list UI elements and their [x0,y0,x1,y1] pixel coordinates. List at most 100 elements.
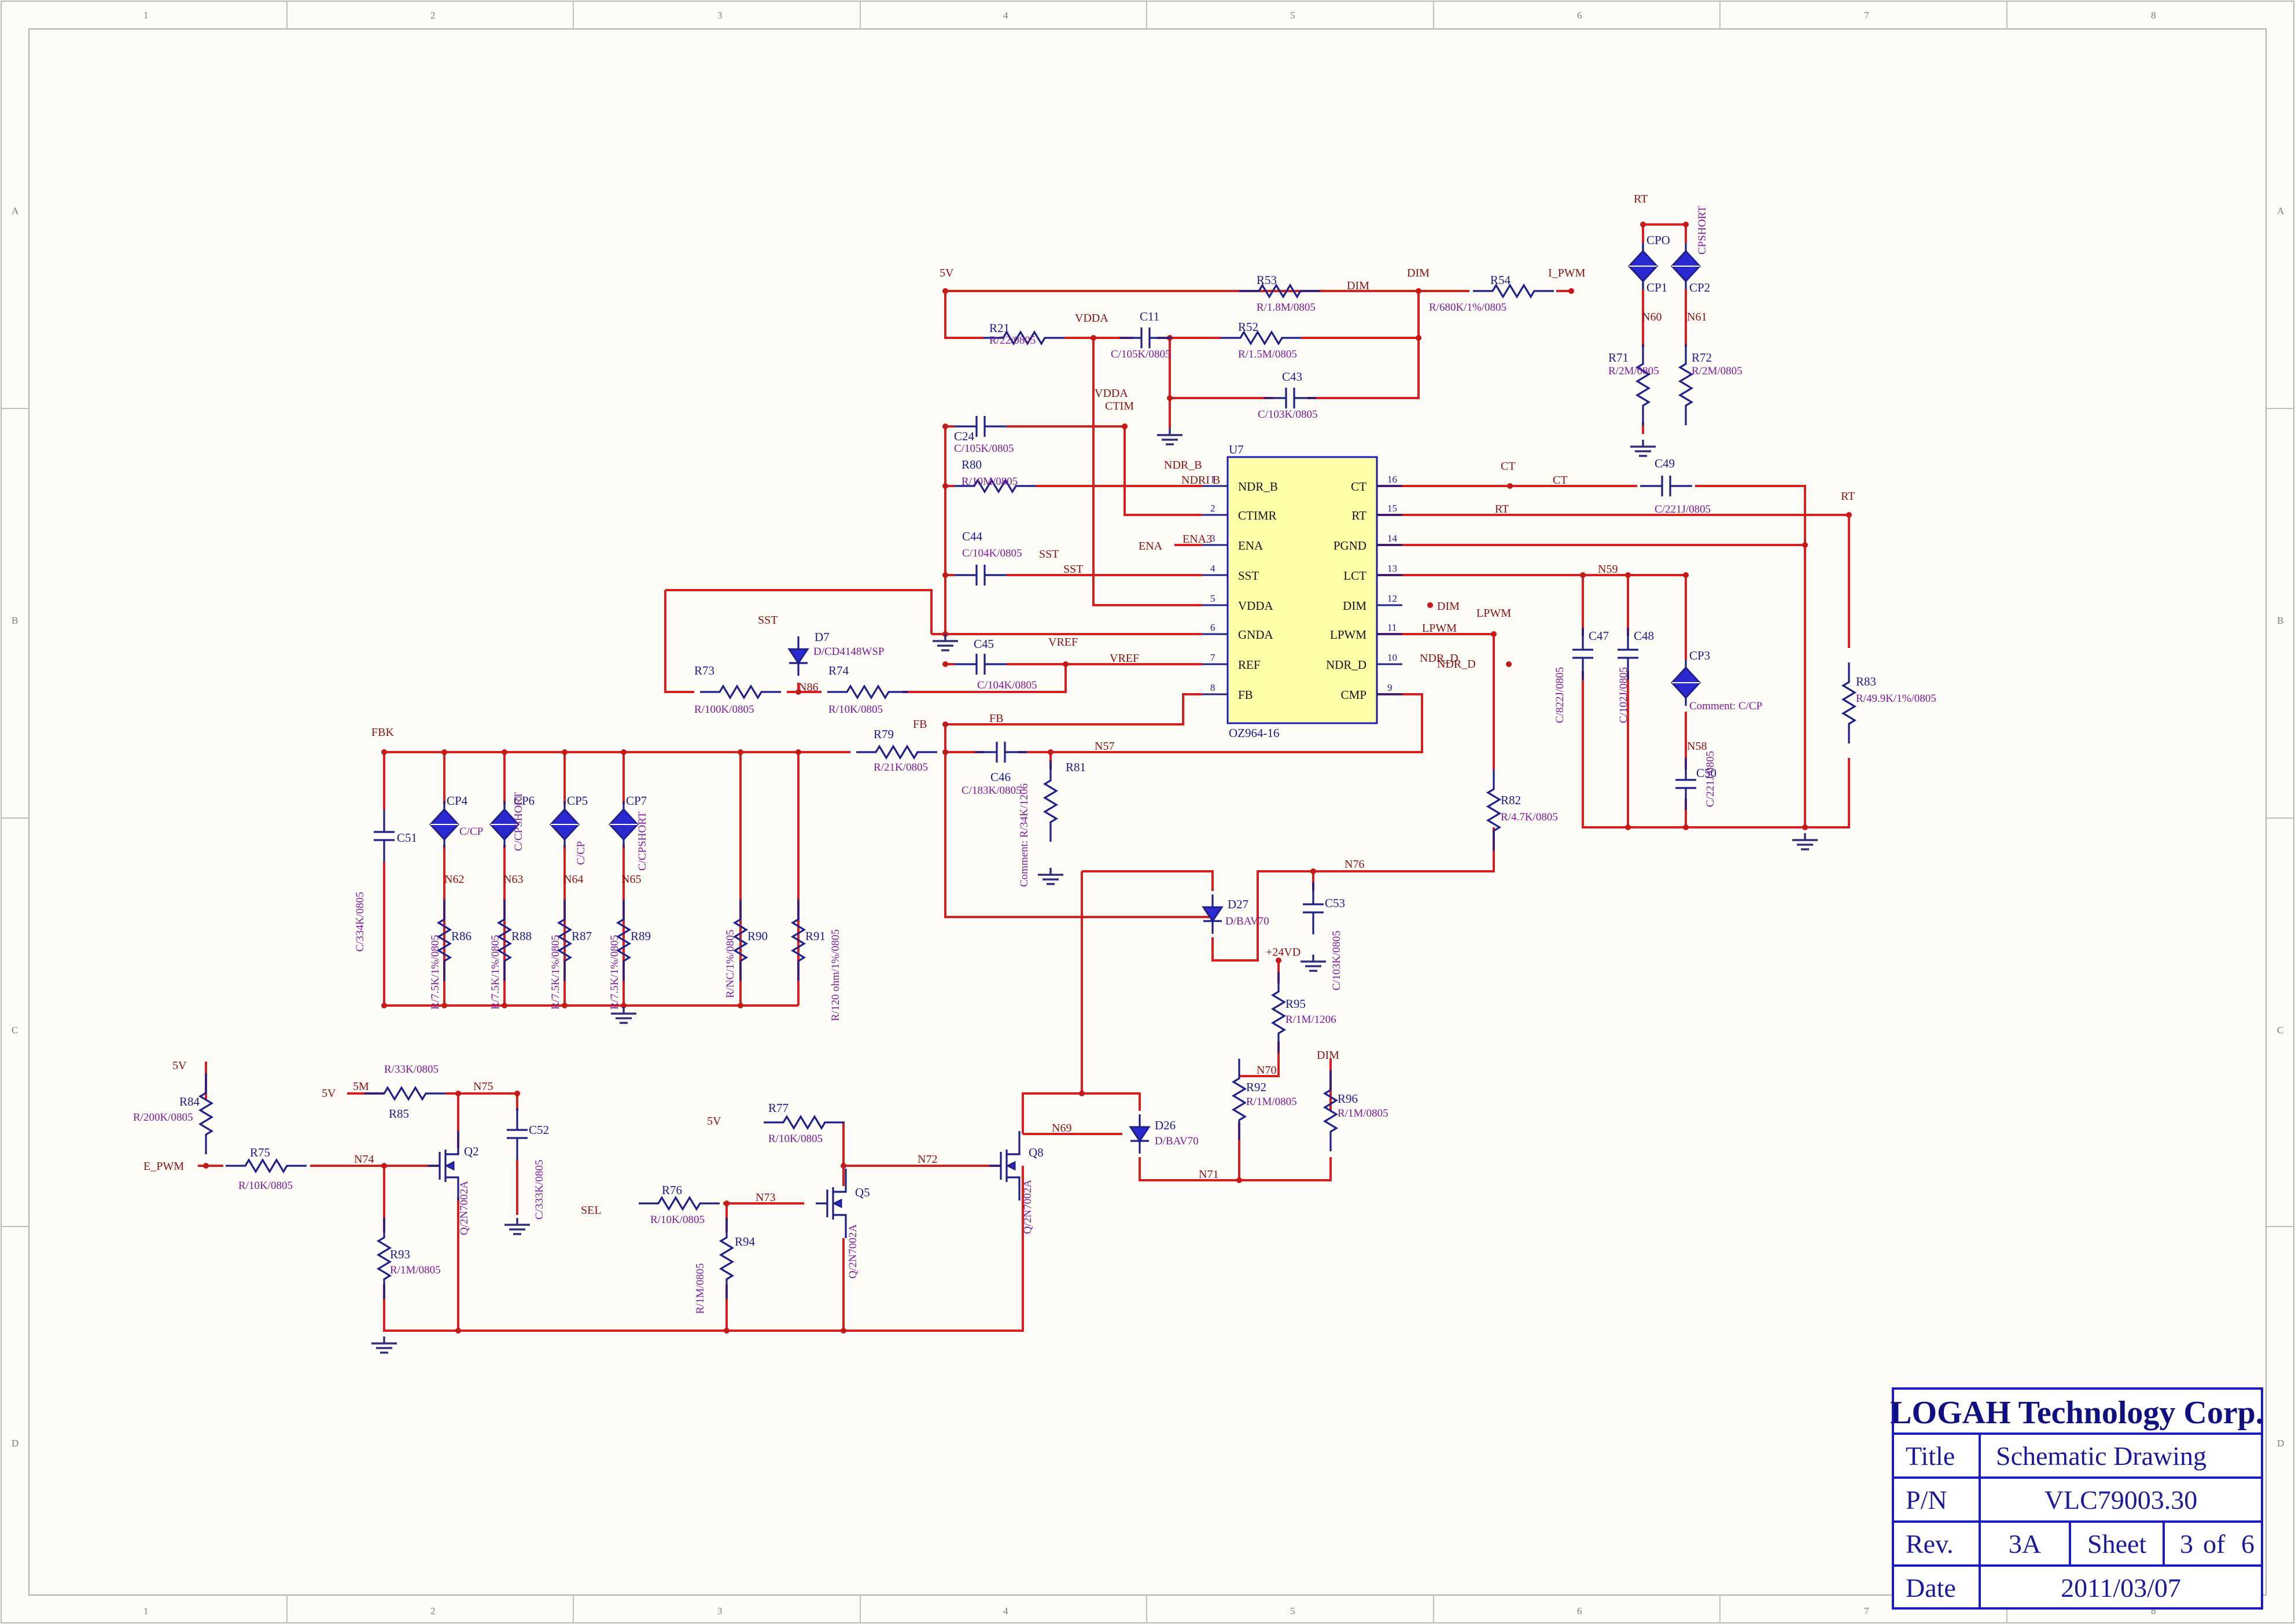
component-value: R/7.5K/1%/0805 [489,935,502,1010]
ic-pin-name: LPWM [1330,628,1366,642]
revision: 3A [2009,1529,2041,1559]
net-24vd: +24VD [1266,946,1301,959]
component-value: R/7.5K/1%/0805 [609,935,621,1010]
component-value: C/CP [459,826,483,838]
net-ctim: CTIM [1105,400,1134,413]
net-rt: RT [1841,490,1855,503]
grid-col-label: 6 [1577,1605,1582,1616]
sheet-label: Sheet [2087,1529,2146,1559]
title-block: LOGAH Technology Corp. Title Schematic D… [1890,1387,2264,1610]
resistor-body [557,900,573,981]
resistor-body [1239,283,1320,299]
grid-row-label: C [2277,1025,2283,1036]
title-label: Title [1906,1441,1955,1471]
net-ndr-d: NDR_D [1420,652,1458,665]
net-n58: N58 [1687,740,1707,753]
resistor-body [1270,972,1287,1053]
ic-part: OZ964-16 [1229,726,1280,740]
net-ndr-b: NDR_B [1164,459,1202,472]
drawing-date: 2011/03/07 [2061,1573,2181,1603]
component-value: R/1M/0805 [1246,1096,1297,1108]
ic-pin-num: 12 [1387,593,1397,604]
net-n63: N63 [503,873,523,886]
ic-pin-name: NDR_D [1326,658,1366,672]
net-5v: 5V [172,1059,187,1072]
resistor-body [436,900,452,981]
component-ref: R92 [1246,1080,1266,1094]
net-ena3: ENA3 [1183,533,1212,546]
grid-row-label: C [12,1025,18,1036]
component-ref: Q8 [1029,1146,1044,1159]
resistor-body [764,1114,845,1130]
net-fb: FB [989,712,1003,725]
component-value: R/680K/1%/0805 [1429,301,1506,314]
ic-pin-name: ENA [1238,539,1263,553]
resistor-body [198,1073,214,1154]
resistor-body [639,1195,720,1211]
rev-label: Rev. [1906,1529,1954,1559]
resistor-body [1473,283,1554,299]
component-value: R/120 ohm/1%/0805 [830,929,842,1021]
component-ref: R85 [389,1107,409,1121]
component-value: R/10K/0805 [238,1180,293,1192]
component-ref: R54 [1490,273,1511,287]
net-ct: CT [1501,460,1516,473]
ground-icon [1038,868,1063,885]
component-ref: R82 [1501,793,1521,807]
component-ref: D26 [1155,1118,1176,1132]
component-value: D/BAV70 [1155,1135,1199,1147]
net-5v: 5V [707,1115,721,1128]
net-lpwm: LPWM [1422,622,1457,635]
net-n74: N74 [354,1153,374,1166]
net-n62: N62 [444,873,464,886]
grid-row-label: B [2277,615,2283,626]
grid-col-label: 2 [430,10,436,21]
net-ndri-b: NDRI B [1181,474,1220,487]
component-ref: C46 [990,770,1011,784]
net-dim: DIM [1347,279,1369,292]
net-labels: 5V DIM DIM I_PWM VDDA VDDA CTIM NDR_B ND… [143,193,1855,1217]
ic-pin-num: 14 [1387,533,1398,544]
ic-pin-name: CT [1351,480,1366,494]
net-fbk: FBK [371,726,394,739]
ground-icon [1792,833,1818,850]
net-n76: N76 [1344,858,1364,871]
capacitors: C11C/105K/0805C43C/103K/0805C24C/105K/08… [354,310,1716,1220]
component-value: C/CPSHORT [513,791,525,851]
component-value: C/333K/0805 [533,1160,546,1220]
resistor-body [376,1218,392,1299]
diode-body [1129,1126,1151,1143]
net-rt: RT [1634,193,1648,205]
ic-pin-name: GNDA [1238,628,1273,642]
component-value: D/CD4148WSP [813,646,884,658]
component-ref: C44 [962,529,983,543]
component-ref: R89 [631,929,651,943]
ground-icon [1157,428,1183,445]
net-rt: RT [1495,503,1509,515]
component-value: R/200K/0805 [133,1111,193,1124]
ic-pin-num: 11 [1387,622,1397,633]
component-ref: C45 [974,637,994,651]
ic-pin-name: DIM [1343,599,1366,613]
transistor-body [833,1169,847,1238]
component-value: R/10M/0805 [962,476,1018,488]
component-ref: C11 [1140,310,1159,323]
ic-pin-num: 8 [1210,682,1215,693]
component-value: C/334K/0805 [354,892,366,952]
